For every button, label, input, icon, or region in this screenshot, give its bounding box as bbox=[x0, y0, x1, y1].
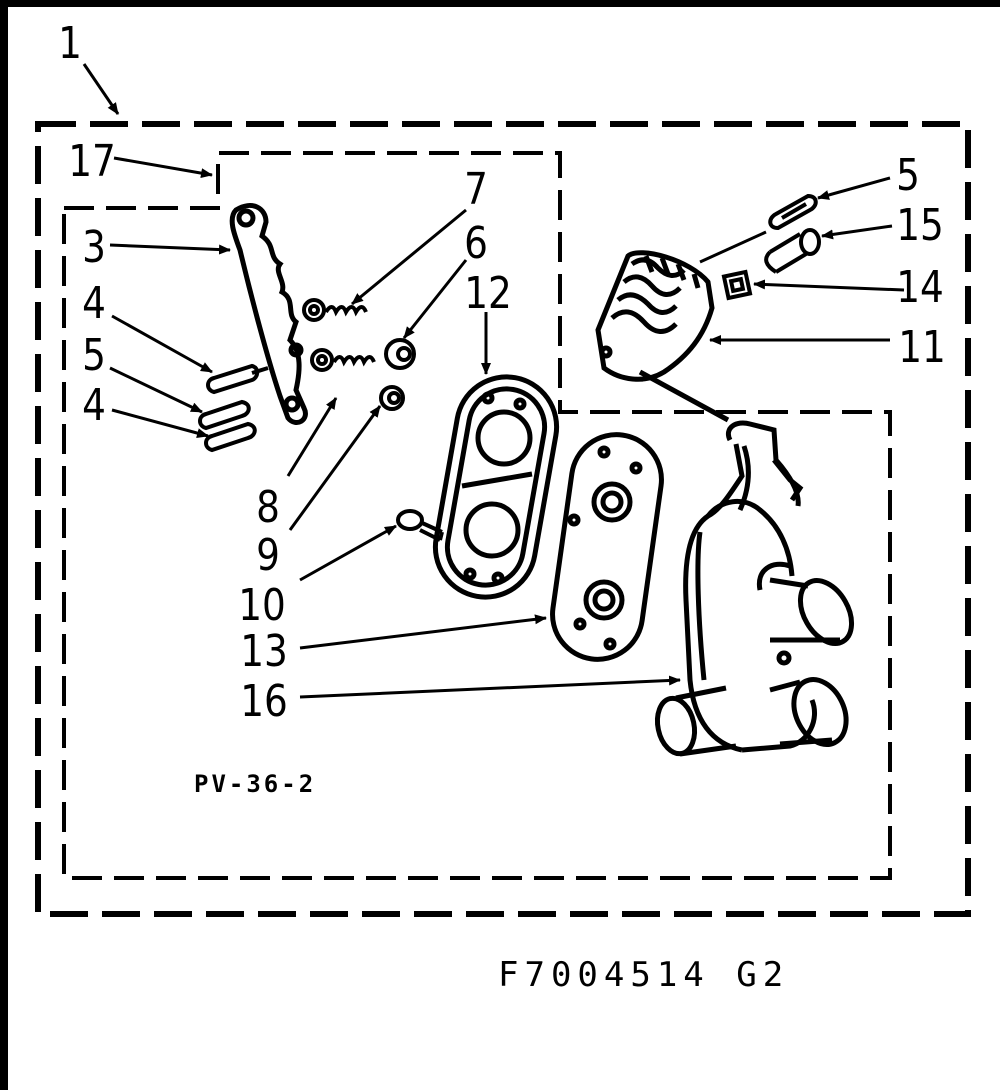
scan-top-edge bbox=[0, 0, 1000, 7]
part-bolt bbox=[764, 228, 821, 274]
part-regulator-cap bbox=[595, 250, 730, 423]
leader-line-11-shaft bbox=[699, 230, 767, 264]
callout-14: 14 bbox=[896, 261, 944, 313]
part-gasket bbox=[432, 374, 560, 600]
callout-10: 10 bbox=[238, 579, 286, 631]
part-nuts bbox=[379, 338, 416, 411]
callout-11: 11 bbox=[898, 321, 946, 373]
view-code: PV-36-2 bbox=[194, 770, 316, 798]
callout-12: 12 bbox=[464, 267, 512, 319]
part-plate bbox=[550, 432, 664, 662]
callout-13: 13 bbox=[240, 625, 288, 677]
leader-lines bbox=[82, 63, 905, 699]
callout-17: 17 bbox=[68, 135, 116, 187]
part-valve-body bbox=[654, 420, 855, 757]
part-upper-clip bbox=[768, 193, 818, 231]
callout-9: 9 bbox=[256, 529, 280, 581]
part-pin-set bbox=[198, 363, 269, 453]
figure-number: F7004514 G2 bbox=[498, 955, 789, 995]
subassembly-boundary bbox=[62, 151, 892, 880]
callout-5a: 5 bbox=[82, 329, 106, 381]
callout-6: 6 bbox=[464, 217, 488, 269]
callout-1: 1 bbox=[58, 17, 82, 69]
callout-15: 15 bbox=[896, 199, 944, 251]
callout-4a: 4 bbox=[82, 277, 106, 329]
callout-4b: 4 bbox=[82, 379, 106, 431]
callout-3: 3 bbox=[82, 221, 106, 273]
part-spring-washers bbox=[302, 298, 376, 372]
kit-outer-boundary bbox=[35, 121, 971, 917]
scan-left-edge bbox=[0, 0, 8, 1090]
callout-7: 7 bbox=[464, 163, 488, 215]
part-square-washer bbox=[721, 269, 753, 301]
callout-8: 8 bbox=[256, 481, 280, 533]
callout-16: 16 bbox=[240, 675, 288, 727]
part-lever-bracket bbox=[229, 203, 308, 425]
callout-5b: 5 bbox=[896, 149, 920, 201]
callout-labels: 1 17 3 4 5 4 7 6 12 8 9 10 13 16 5 15 14… bbox=[58, 17, 946, 727]
